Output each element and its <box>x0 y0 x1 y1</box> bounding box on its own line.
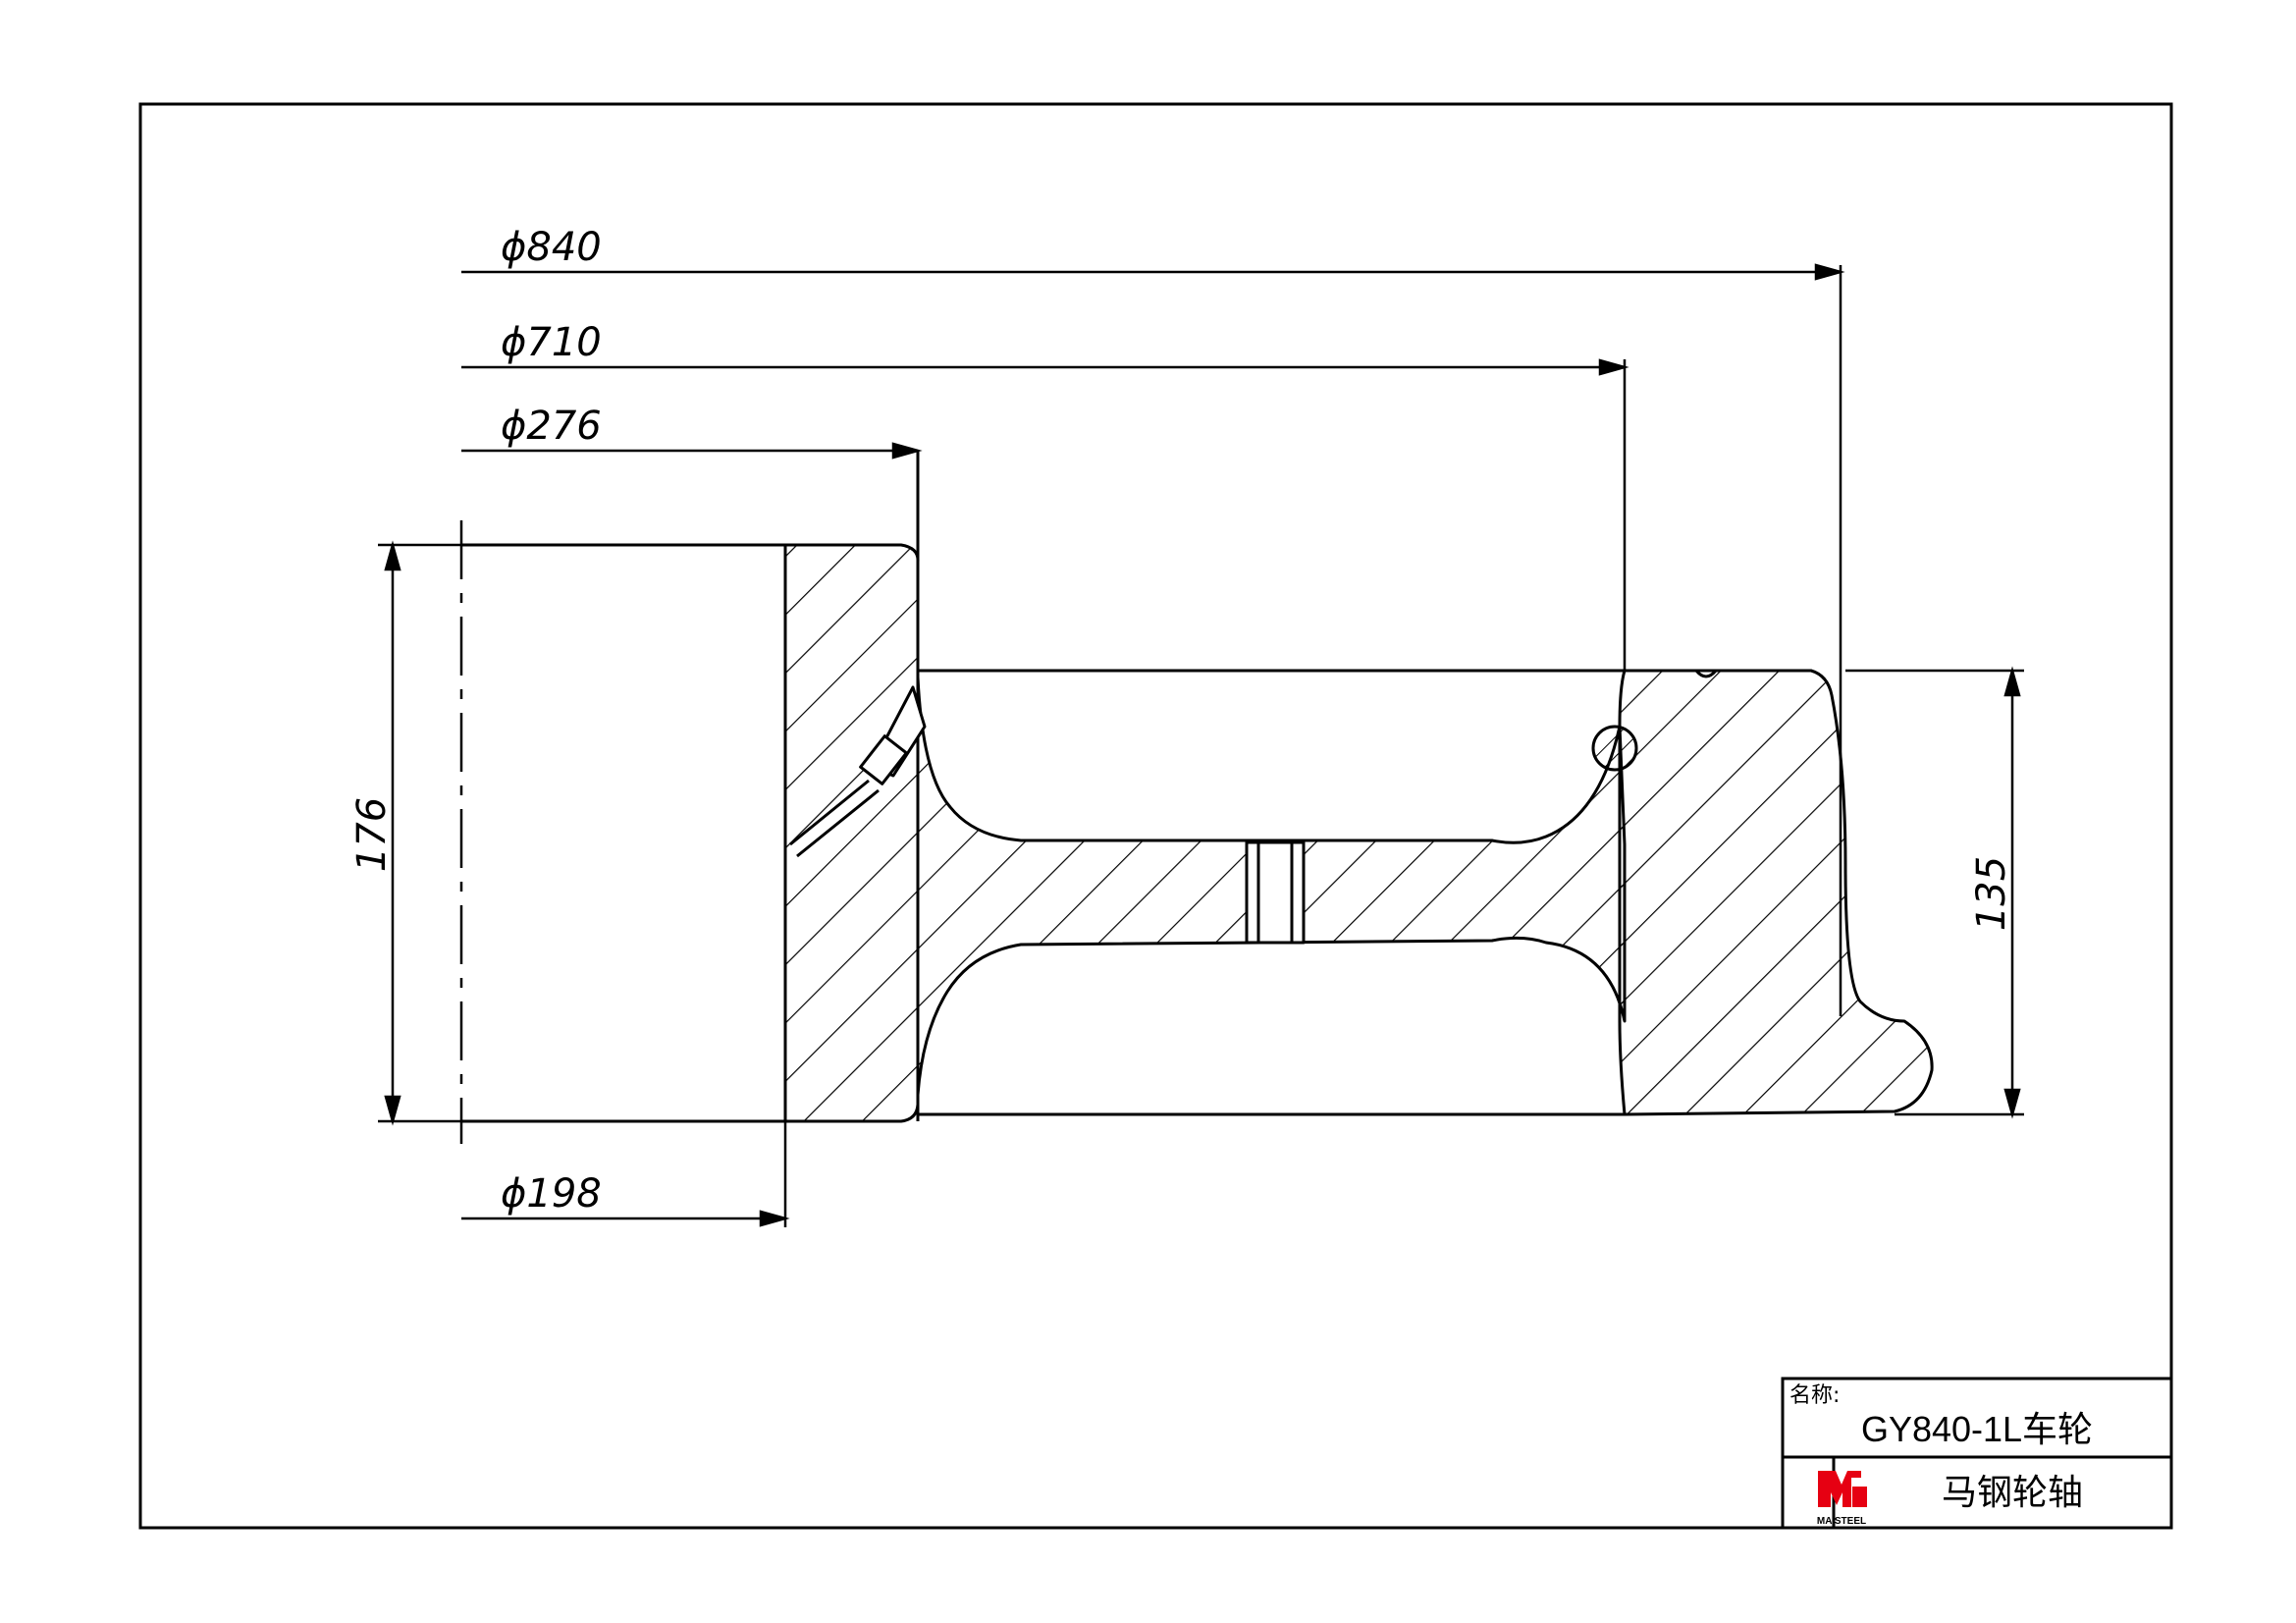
svg-text:MA STEEL: MA STEEL <box>1817 1516 1866 1527</box>
rim-rivet <box>1591 725 1638 772</box>
drawing-border <box>138 102 2173 1530</box>
wheel-section <box>461 452 1934 1123</box>
rim-section <box>1618 669 1934 1116</box>
dim-176-label: 176 <box>349 797 395 872</box>
dimension-lines <box>378 263 2024 1227</box>
dim-d710-label: ϕ710 <box>501 320 602 365</box>
dim-d276-label: ϕ276 <box>501 404 602 449</box>
dim-d840-label: ϕ840 <box>501 225 602 270</box>
dim-d198-label: ϕ198 <box>501 1171 602 1217</box>
title-block <box>1781 1377 2173 1530</box>
dim-135-label: 135 <box>1969 856 2014 931</box>
title-part-name: GY840-1L车轮 <box>1861 1409 2093 1449</box>
title-name-label: 名称: <box>1789 1383 1840 1408</box>
web-hole <box>1245 840 1306 945</box>
title-company: 马钢轮轴 <box>1942 1473 2083 1513</box>
masteel-logo: MA STEEL <box>1817 1471 1867 1527</box>
grease-fitting <box>789 685 927 858</box>
